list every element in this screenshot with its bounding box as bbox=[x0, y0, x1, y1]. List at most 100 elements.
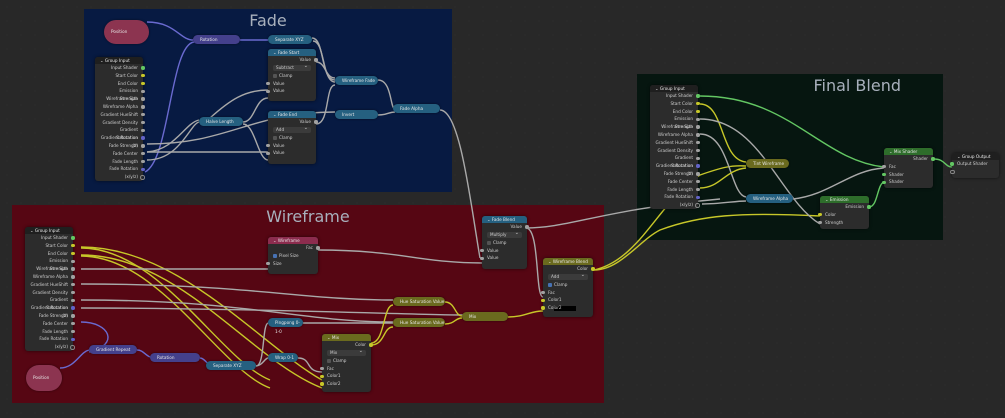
socket[interactable] bbox=[695, 203, 700, 208]
socket[interactable] bbox=[480, 248, 484, 253]
socket[interactable] bbox=[141, 97, 145, 101]
socket[interactable] bbox=[541, 290, 545, 295]
socket[interactable] bbox=[696, 148, 700, 153]
separate-xyz-node[interactable]: Separate XYZ bbox=[268, 35, 312, 44]
socket[interactable] bbox=[140, 175, 145, 180]
socket[interactable] bbox=[696, 164, 700, 168]
wireframe-fade-node[interactable]: Wireframe Fade bbox=[335, 76, 378, 85]
socket[interactable] bbox=[541, 298, 545, 302]
socket[interactable] bbox=[696, 156, 700, 160]
socket[interactable] bbox=[70, 345, 75, 350]
rotation-node[interactable]: Rotation bbox=[150, 353, 200, 362]
socket[interactable] bbox=[882, 172, 886, 177]
pingpong-node[interactable]: Pingpong 0-1-0 bbox=[268, 318, 303, 334]
fade-blend-node[interactable]: ⌄ Fade Blend Value Multiply Clamp Value … bbox=[480, 216, 529, 269]
socket[interactable] bbox=[369, 343, 373, 347]
socket[interactable] bbox=[71, 321, 75, 326]
socket[interactable] bbox=[71, 306, 75, 310]
socket[interactable] bbox=[696, 179, 700, 184]
socket[interactable] bbox=[71, 275, 75, 279]
socket[interactable] bbox=[696, 140, 700, 145]
clamp-checkbox[interactable]: Clamp bbox=[482, 239, 527, 247]
socket[interactable] bbox=[71, 243, 75, 248]
hue-saturation-value-node[interactable]: Hue Saturation Value bbox=[393, 318, 445, 327]
operation-dropdown[interactable]: Multiply bbox=[487, 230, 522, 238]
socket[interactable] bbox=[696, 109, 700, 114]
socket[interactable] bbox=[320, 374, 324, 378]
socket[interactable] bbox=[696, 94, 700, 98]
position-node[interactable]: Position bbox=[104, 20, 149, 44]
socket[interactable] bbox=[541, 306, 545, 310]
socket[interactable] bbox=[320, 366, 324, 371]
socket[interactable] bbox=[931, 157, 935, 161]
socket[interactable] bbox=[71, 282, 75, 287]
socket[interactable] bbox=[141, 120, 145, 125]
mix-node[interactable]: ⌄ Mix Color Mix Clamp Fac Color1 Color2 bbox=[320, 334, 373, 392]
emission-node[interactable]: ⌄ Emission Emission Color Strength bbox=[818, 196, 871, 229]
socket[interactable] bbox=[818, 212, 822, 217]
clamp-checkbox[interactable]: Clamp bbox=[268, 134, 316, 142]
socket[interactable] bbox=[696, 195, 700, 199]
wrap-node[interactable]: Wrap 0-1 bbox=[268, 353, 298, 362]
socket[interactable] bbox=[141, 159, 145, 164]
socket[interactable] bbox=[141, 144, 145, 148]
socket[interactable] bbox=[266, 151, 270, 155]
clamp-checkbox[interactable]: Clamp bbox=[268, 72, 316, 80]
operation-dropdown[interactable]: Subtract bbox=[273, 63, 311, 71]
socket[interactable] bbox=[266, 143, 270, 148]
socket[interactable] bbox=[141, 73, 145, 78]
socket[interactable] bbox=[141, 89, 145, 93]
socket[interactable] bbox=[266, 81, 270, 86]
socket[interactable] bbox=[696, 117, 700, 121]
socket[interactable] bbox=[818, 220, 822, 225]
socket[interactable] bbox=[141, 112, 145, 117]
hue-saturation-value-node[interactable]: Hue Saturation Value bbox=[393, 297, 445, 306]
socket[interactable] bbox=[696, 125, 700, 129]
socket[interactable] bbox=[950, 169, 955, 175]
socket[interactable] bbox=[141, 81, 145, 86]
socket[interactable] bbox=[141, 66, 145, 70]
clamp-checkbox[interactable]: Clamp bbox=[322, 357, 371, 365]
socket[interactable] bbox=[314, 120, 318, 124]
wireframe-blend-node[interactable]: ⌄ Wireframe Blend Color Add Clamp Fac Co… bbox=[541, 258, 595, 317]
socket[interactable] bbox=[71, 337, 75, 341]
socket[interactable] bbox=[71, 251, 75, 256]
socket[interactable] bbox=[480, 256, 484, 260]
tint-wireframe-node[interactable]: Tint Wireframe bbox=[746, 159, 789, 168]
socket[interactable] bbox=[141, 136, 145, 140]
fade-start-node[interactable]: ⌄ Fade Start Value Subtract Clamp Value … bbox=[266, 49, 318, 101]
socket[interactable] bbox=[696, 187, 700, 192]
rotation-node[interactable]: Rotation bbox=[193, 35, 240, 44]
blend-mode-dropdown[interactable]: Add bbox=[548, 272, 588, 280]
socket[interactable] bbox=[71, 298, 75, 302]
socket[interactable] bbox=[696, 101, 700, 106]
socket[interactable] bbox=[314, 58, 318, 62]
color-swatch[interactable] bbox=[554, 305, 576, 311]
socket[interactable] bbox=[696, 172, 700, 176]
socket[interactable] bbox=[71, 329, 75, 334]
socket[interactable] bbox=[266, 89, 270, 93]
socket[interactable] bbox=[71, 290, 75, 295]
fade-end-node[interactable]: ⌄ Fade End Value Add Clamp Value Value bbox=[266, 111, 318, 164]
clamp-checkbox[interactable]: Clamp bbox=[543, 281, 593, 289]
socket[interactable] bbox=[320, 382, 324, 386]
group-output-node[interactable]: ⌄ Group Output Output Shader bbox=[950, 153, 999, 178]
socket[interactable] bbox=[141, 151, 145, 156]
socket[interactable] bbox=[882, 180, 886, 184]
socket[interactable] bbox=[141, 105, 145, 109]
gradient-repeat-node[interactable]: Gradient Repeat bbox=[89, 345, 137, 354]
socket[interactable] bbox=[525, 225, 529, 229]
socket[interactable] bbox=[141, 167, 145, 171]
position-node[interactable]: Position bbox=[26, 365, 62, 391]
socket[interactable] bbox=[71, 259, 75, 263]
fade-alpha-node[interactable]: Fade Alpha bbox=[393, 104, 440, 113]
separate-xyz-node[interactable]: Separate XYZ bbox=[206, 361, 256, 370]
socket[interactable] bbox=[71, 314, 75, 318]
socket[interactable] bbox=[316, 246, 320, 250]
halve-length-node[interactable]: Halve Length bbox=[199, 117, 243, 126]
wireframe-node[interactable]: ⌄ Wireframe Fac Pixel Size Size bbox=[266, 237, 320, 274]
mix-group-node[interactable]: Mix bbox=[462, 312, 508, 321]
socket[interactable] bbox=[71, 236, 75, 240]
invert-node[interactable]: Invert bbox=[335, 110, 378, 119]
group-input-node-fade[interactable]: ⌄ Group Input Input Shader Start Color E… bbox=[95, 57, 145, 181]
